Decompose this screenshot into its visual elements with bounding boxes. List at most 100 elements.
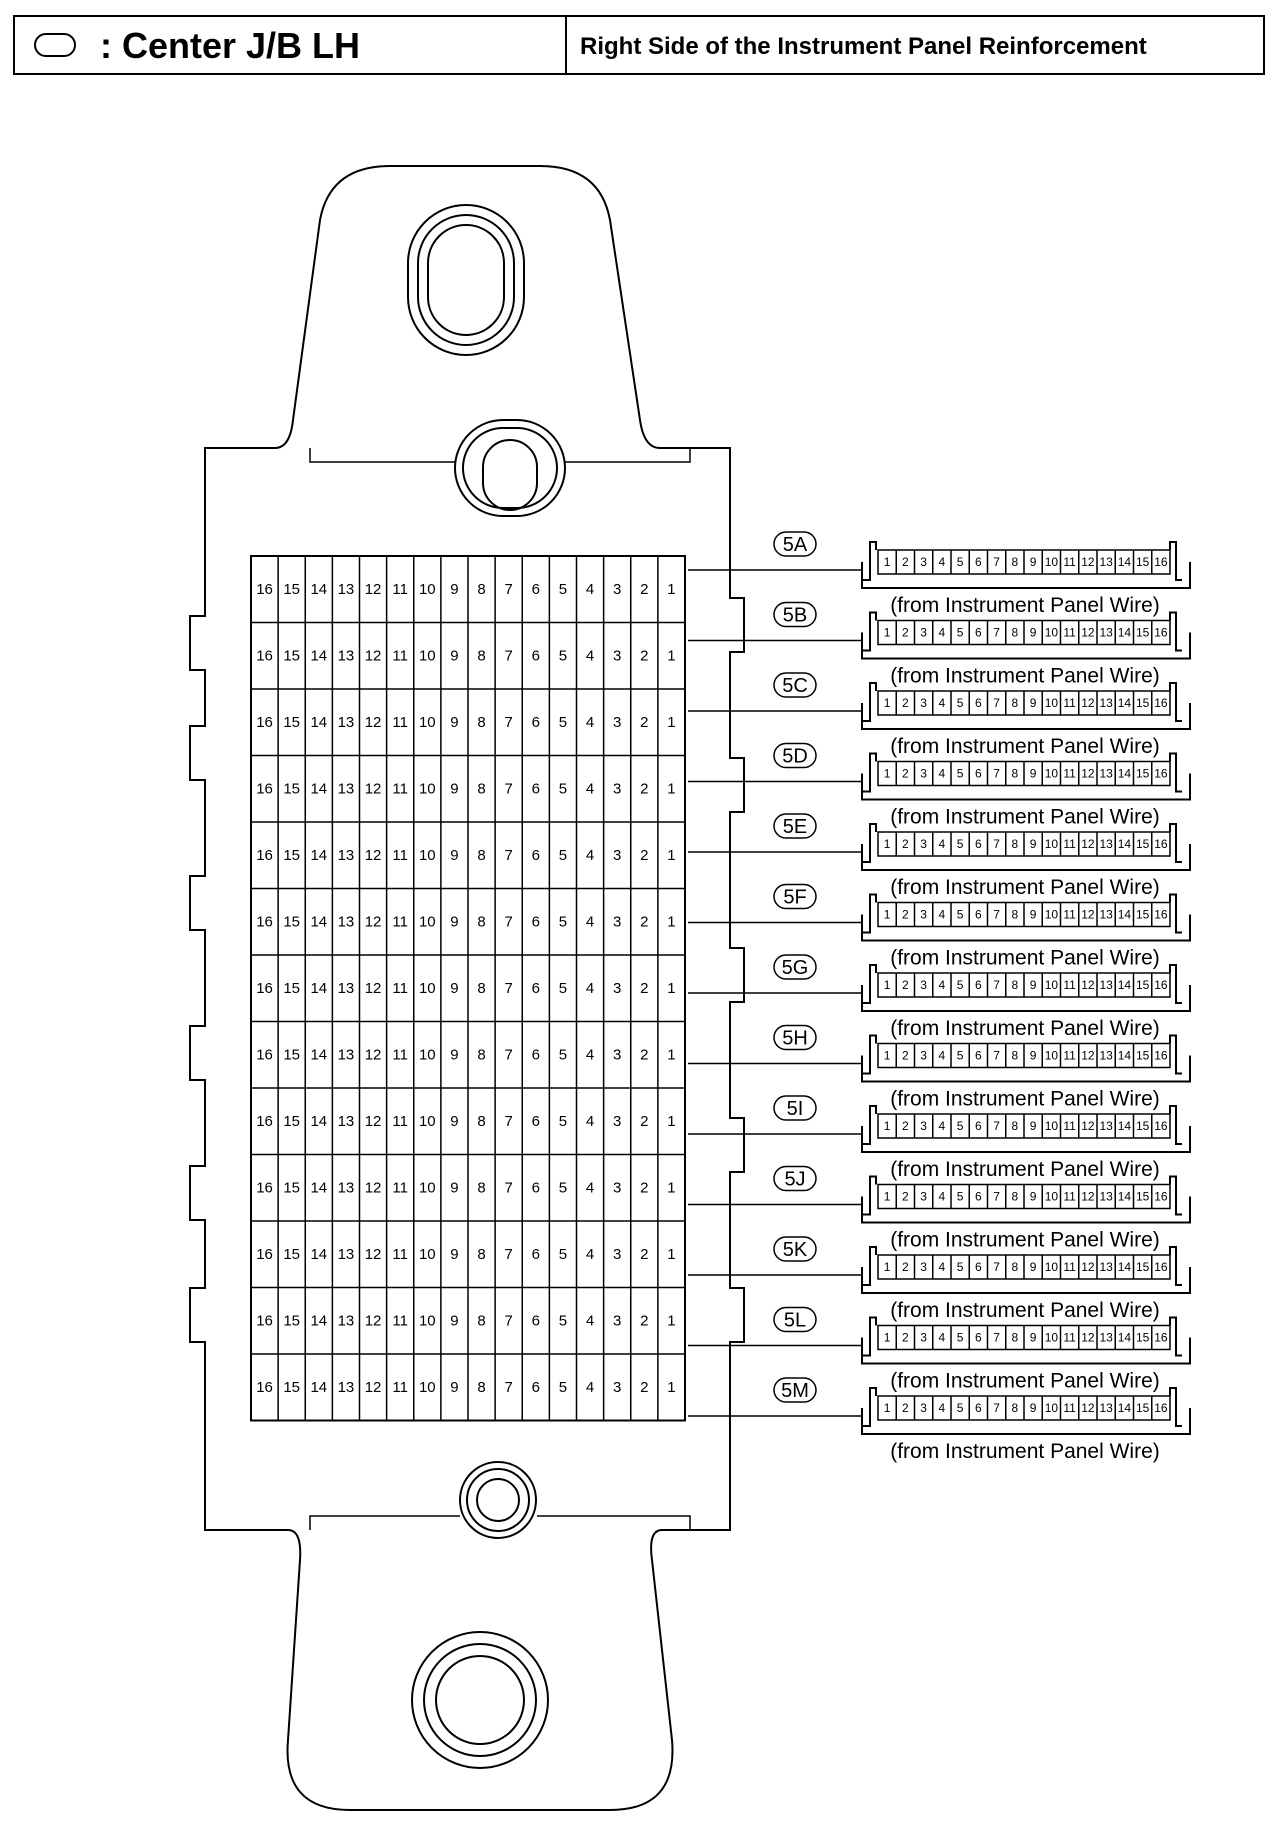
terminal-pin-label: 11: [392, 1246, 408, 1263]
connector-pin-label: 6: [975, 767, 982, 781]
connector-pin-label: 9: [1030, 1260, 1037, 1274]
connector-code-badge: [773, 1377, 817, 1403]
terminal-pin-label: 7: [505, 581, 513, 598]
terminal-pin-label: 6: [532, 581, 540, 598]
connector-pin-label: 13: [1099, 1331, 1113, 1345]
terminal-pin-label: 15: [283, 581, 300, 598]
terminal-pin-label: 8: [477, 914, 485, 931]
connector-pin-label: 16: [1154, 1401, 1168, 1415]
connector-pin-label: 11: [1063, 1331, 1076, 1345]
connector-pin-label: 6: [975, 626, 982, 640]
connector-pin-label: 9: [1030, 767, 1037, 781]
connector-pin-label: 13: [1099, 837, 1113, 851]
connector-code-badge: [773, 954, 817, 980]
bottom-rail-left: [309, 1515, 460, 1530]
connector-pin-label: 11: [1063, 1401, 1076, 1415]
connector-pin-label: 7: [993, 626, 1000, 640]
connector-pin-label: 5: [957, 1401, 964, 1415]
terminal-pin-label: 1: [667, 1047, 675, 1064]
connector-pin-label: 2: [902, 696, 909, 710]
connector-pin-label: 5: [957, 1119, 964, 1133]
connector-pin-label: 15: [1136, 1401, 1150, 1415]
terminal-pin-label: 16: [256, 914, 273, 931]
header: : Center J/B LH Right Side of the Instru…: [13, 15, 1265, 75]
terminal-pin-label: 14: [310, 781, 327, 798]
connector-housing: [861, 611, 1191, 660]
connector-housing: [861, 1034, 1191, 1083]
connector-pin-label: 4: [939, 978, 946, 992]
connector-pin-label: 3: [920, 1190, 927, 1204]
terminal-pin-label: 10: [419, 1113, 436, 1130]
connector-pin-label: 15: [1136, 908, 1150, 922]
terminal-pin-label: 8: [477, 581, 485, 598]
connector-pin-label: 12: [1081, 1401, 1095, 1415]
connector-pin-label: 15: [1136, 837, 1150, 851]
connector-pin-label: 7: [993, 767, 1000, 781]
wire-source-label: (from Instrument Panel Wire): [890, 735, 1160, 758]
connector-pin-label: 12: [1081, 696, 1095, 710]
connector-pin-label: 4: [939, 837, 946, 851]
connector-code-badge: [773, 742, 817, 769]
connector-pin-label: 11: [1063, 908, 1076, 922]
connector-pin-label: 14: [1118, 767, 1132, 781]
terminal-pin-label: 9: [450, 581, 458, 598]
connector-housing: [861, 1175, 1191, 1224]
connector-pin-label: 6: [975, 1331, 982, 1345]
terminal-pin-label: 13: [338, 1113, 355, 1130]
connector-pin-label: 5: [957, 1331, 964, 1345]
terminal-pin-label: 5: [559, 1313, 567, 1330]
terminal-pin-label: 6: [532, 1113, 540, 1130]
terminal-pin-label: 14: [310, 1113, 327, 1130]
connector-pin-label: 16: [1154, 626, 1168, 640]
connector-pin-label: 10: [1045, 1190, 1059, 1204]
terminal-pin-label: 13: [338, 980, 355, 997]
terminal-pin-label: 9: [450, 847, 458, 864]
connector-pin-label: 8: [1012, 1260, 1019, 1274]
connector-pin-label: 15: [1136, 1190, 1150, 1204]
top-rail-right: [565, 448, 691, 463]
connector-housing: [861, 1246, 1191, 1294]
terminal-pin-label: 16: [256, 1246, 273, 1263]
terminal-pin-label: 12: [365, 847, 382, 864]
connector-pin-label: 5: [957, 696, 964, 710]
terminal-pin-label: 11: [392, 1113, 408, 1130]
oval-symbol-icon: [34, 33, 76, 57]
terminal-pin-label: 15: [283, 1047, 300, 1064]
connector-pin-label: 13: [1099, 555, 1113, 569]
connector-pin-label: 16: [1154, 1260, 1168, 1274]
connector-pin-label: 2: [902, 555, 909, 569]
terminal-pin-label: 2: [640, 1047, 648, 1064]
terminal-pin-label: 16: [256, 847, 273, 864]
wire-source-label: (from Instrument Panel Wire): [890, 876, 1160, 899]
terminal-pin-label: 7: [505, 1047, 513, 1064]
connector-pin-label: 1: [884, 555, 891, 569]
connector-pin-label: 9: [1030, 837, 1037, 851]
block-outline: [189, 165, 745, 1811]
terminal-pin-label: 14: [310, 1379, 327, 1396]
terminal-pin-label: 16: [256, 1313, 273, 1330]
connector-pin-label: 7: [993, 1331, 1000, 1345]
terminal-pin-label: 4: [586, 1113, 594, 1130]
terminal-pin-label: 1: [667, 980, 675, 997]
connector-pin-label: 10: [1045, 837, 1059, 851]
terminal-pin-label: 9: [450, 1180, 458, 1197]
connector-pin-label: 10: [1045, 1331, 1059, 1345]
connector-pin-label: 1: [884, 696, 891, 710]
connector-pin-label: 3: [920, 1119, 927, 1133]
connector-pin-label: 1: [884, 1119, 891, 1133]
connector-pin-label: 15: [1136, 626, 1150, 640]
terminal-pin-label: 10: [419, 1246, 436, 1263]
terminal-pin-label: 7: [505, 1113, 513, 1130]
connector-pin-label: 15: [1136, 1049, 1150, 1063]
terminal-pin-label: 6: [532, 714, 540, 731]
connector-pin-label: 5: [957, 1260, 964, 1274]
junction-block-body: [189, 165, 745, 1811]
connector-pin-label: 14: [1118, 978, 1132, 992]
terminal-pin-label: 5: [559, 648, 567, 665]
connector-pin-label: 13: [1099, 767, 1113, 781]
connector-pin-label: 9: [1030, 1401, 1037, 1415]
terminal-pin-label: 14: [310, 648, 327, 665]
